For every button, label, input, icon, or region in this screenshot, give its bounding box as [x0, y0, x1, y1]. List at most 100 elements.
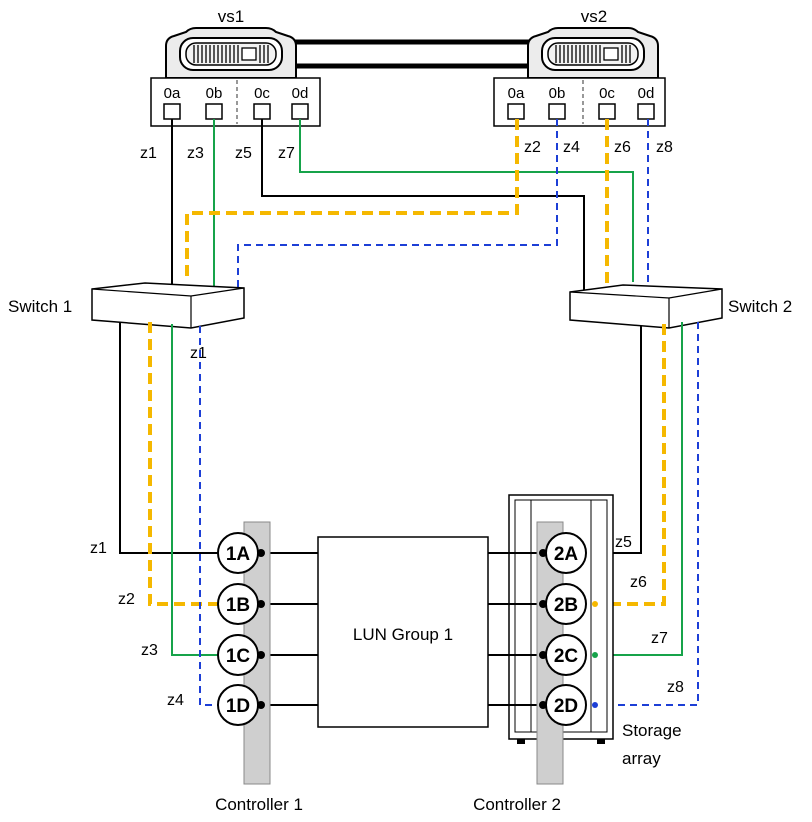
port-1c-label: 1C	[226, 646, 251, 667]
ctrl-zone-z2: z2	[118, 591, 135, 608]
cable-z3-array	[171, 324, 232, 656]
server-vs1-label: vs1	[218, 7, 244, 26]
interconnect-cables	[284, 39, 536, 69]
controller-2-label: Controller 2	[473, 795, 561, 814]
cable-z4-host	[237, 119, 558, 292]
port-1d-label: 1D	[226, 696, 250, 717]
vs1-port-0b[interactable]	[205, 103, 223, 120]
ctrl-zone-z4: z4	[167, 692, 184, 709]
cable-z2-array	[148, 322, 232, 606]
storage-array-label-line2: array	[622, 749, 661, 768]
storage-array-label: Storage array	[622, 721, 682, 768]
zone-label-z7: z7	[278, 145, 295, 162]
server-vs1-chassis	[165, 27, 297, 79]
ctrl-zone-z1: z1	[90, 540, 107, 557]
port-2b-label: 2B	[554, 595, 578, 616]
dot-2c-cable	[592, 652, 598, 658]
switch-1-body	[91, 282, 245, 329]
controller-2[interactable]: 2A 2B 2C 2D Controller 2	[473, 521, 587, 814]
cable-z6-array	[593, 324, 666, 606]
vs2-port-0a[interactable]	[507, 103, 525, 120]
port-1b-label: 1B	[226, 595, 250, 616]
zone-label-z3: z3	[187, 145, 204, 162]
vs2-port-panel: 0a 0b 0c 0d	[493, 77, 666, 127]
vs1-port-panel: 0a 0b 0c 0d	[150, 77, 321, 127]
vs1-port-0d-label: 0d	[292, 85, 309, 102]
vs1-port-0d[interactable]	[291, 103, 309, 120]
switch-1-zone-label: z1	[190, 345, 207, 362]
lun-group-box	[317, 536, 489, 728]
port-1b-dot	[257, 600, 265, 608]
zone-label-z5: z5	[235, 145, 252, 162]
server-vs2[interactable]: vs2	[527, 7, 659, 79]
lun-group-1[interactable]: LUN Group 1	[317, 536, 489, 728]
port-2d-label: 2D	[554, 696, 578, 717]
cable-end-dots	[592, 601, 598, 708]
vs1-port-0b-label: 0b	[206, 85, 223, 102]
ctrl-zone-z3: z3	[141, 642, 158, 659]
ctrl-zone-z6: z6	[630, 574, 647, 591]
port-2b-dot	[539, 600, 547, 608]
vs1-port-0c-label: 0c	[254, 85, 270, 102]
cable-z2-host	[185, 119, 519, 282]
vs2-port-0d[interactable]	[637, 103, 655, 120]
host-zone-labels: z1 z3 z5 z7 z2 z4 z6 z8	[140, 139, 673, 162]
ctrl-zone-z8: z8	[667, 679, 684, 696]
port-2c-dot	[539, 651, 547, 659]
vs2-port-0c[interactable]	[598, 103, 616, 120]
controller-1-port-1b[interactable]: 1B	[217, 583, 265, 625]
controller-1-port-1a[interactable]: 1A	[217, 532, 265, 574]
switch-2[interactable]: Switch 2	[569, 284, 792, 329]
controller-1[interactable]: 1A 1B 1C 1D Controller 1	[215, 521, 303, 814]
switch-2-label: Switch 2	[728, 297, 792, 316]
port-1a-dot	[257, 549, 265, 557]
port-1c-dot	[257, 651, 265, 659]
cable-z5-host	[261, 119, 585, 290]
controller-2-port-2c[interactable]: 2C	[539, 634, 587, 676]
server-vs2-chassis	[527, 27, 659, 79]
vs2-port-0c-label: 0c	[599, 85, 615, 102]
switch-2-body	[569, 284, 723, 329]
vs1-port-0c[interactable]	[253, 103, 271, 120]
vs2-port-0b-label: 0b	[549, 85, 566, 102]
zone-label-z6: z6	[614, 139, 631, 156]
port-2a-dot	[539, 549, 547, 557]
port-1a-label: 1A	[226, 544, 251, 565]
vs1-port-0a[interactable]	[163, 103, 181, 120]
server-vs1[interactable]: vs1	[165, 7, 297, 79]
controller-zone-labels: z1 z2 z3 z4 z5 z6 z7 z8	[90, 534, 684, 709]
dot-2b-cable	[592, 601, 598, 607]
cabinet-foot-left	[517, 739, 525, 744]
zone-label-z4: z4	[563, 139, 580, 156]
cabinet-foot-right	[597, 739, 605, 744]
controller-2-port-2d[interactable]: 2D	[539, 684, 587, 726]
vs2-port-0a-label: 0a	[508, 85, 525, 102]
server-vs2-label: vs2	[581, 7, 607, 26]
port-1d-dot	[257, 701, 265, 709]
controller-1-port-1c[interactable]: 1C	[217, 634, 265, 676]
zone-label-z8: z8	[656, 139, 673, 156]
lun-group-label: LUN Group 1	[353, 625, 453, 644]
zone-label-z1: z1	[140, 145, 157, 162]
switch-1-label: Switch 1	[8, 297, 72, 316]
port-2c-label: 2C	[554, 646, 579, 667]
controller-1-port-1d[interactable]: 1D	[217, 684, 265, 726]
port-2d-dot	[539, 701, 547, 709]
switch-1[interactable]: Switch 1	[8, 282, 245, 329]
cable-z7-array	[593, 322, 683, 656]
controller-2-port-2a[interactable]: 2A	[539, 532, 587, 574]
zone-label-z2: z2	[524, 139, 541, 156]
host-cables	[171, 119, 649, 294]
vs2-port-0d-label: 0d	[638, 85, 655, 102]
controller-1-label: Controller 1	[215, 795, 303, 814]
cable-z1-array	[119, 322, 232, 554]
port-2a-label: 2A	[554, 544, 579, 565]
vs1-port-0a-label: 0a	[164, 85, 181, 102]
ctrl-zone-z7: z7	[651, 630, 668, 647]
ctrl-zone-z5: z5	[615, 534, 632, 551]
cable-z7-host	[299, 119, 634, 282]
vs2-port-0b[interactable]	[548, 103, 566, 120]
controller-2-port-2b[interactable]: 2B	[539, 583, 587, 625]
storage-array-label-line1: Storage	[622, 721, 682, 740]
